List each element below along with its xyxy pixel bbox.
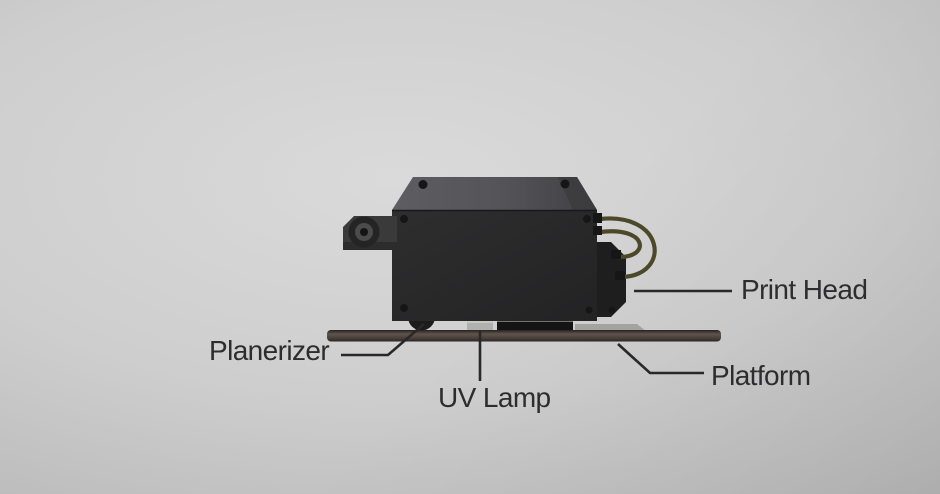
leader-lines <box>341 289 732 381</box>
platform-bar <box>327 330 721 342</box>
planerizer-leader-line <box>341 323 425 357</box>
label-print-head: Print Head <box>741 274 868 305</box>
ink-tubes <box>597 216 657 280</box>
motor-pulley <box>343 216 397 250</box>
print-head-shadow <box>575 324 646 331</box>
print-head-block <box>597 242 626 317</box>
platform-leader-line <box>617 343 704 375</box>
label-planerizer: Planerizer <box>209 335 330 366</box>
uv-lamp-block <box>467 320 493 330</box>
tube-connectors <box>593 213 625 280</box>
bottom-plate <box>497 321 573 330</box>
screws <box>400 179 616 314</box>
label-uv-lamp: UV Lamp <box>438 382 551 413</box>
label-platform: Platform <box>711 360 811 391</box>
main-body-front <box>392 210 597 321</box>
